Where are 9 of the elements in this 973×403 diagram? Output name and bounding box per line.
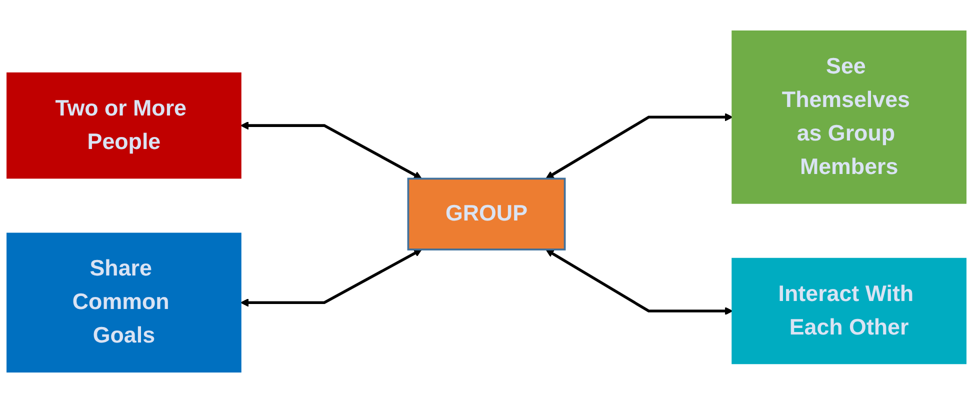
node-box: Share Common Goals (6, 232, 242, 373)
arrow (240, 249, 422, 307)
node-box: Two or More People (6, 72, 242, 179)
arrow (240, 121, 422, 180)
node-box: GROUP (407, 178, 566, 250)
arrow (546, 249, 733, 316)
node-box: See Themselves as Group Members (732, 30, 966, 204)
node-box: Interact With Each Other (732, 258, 966, 364)
arrow (546, 113, 733, 179)
